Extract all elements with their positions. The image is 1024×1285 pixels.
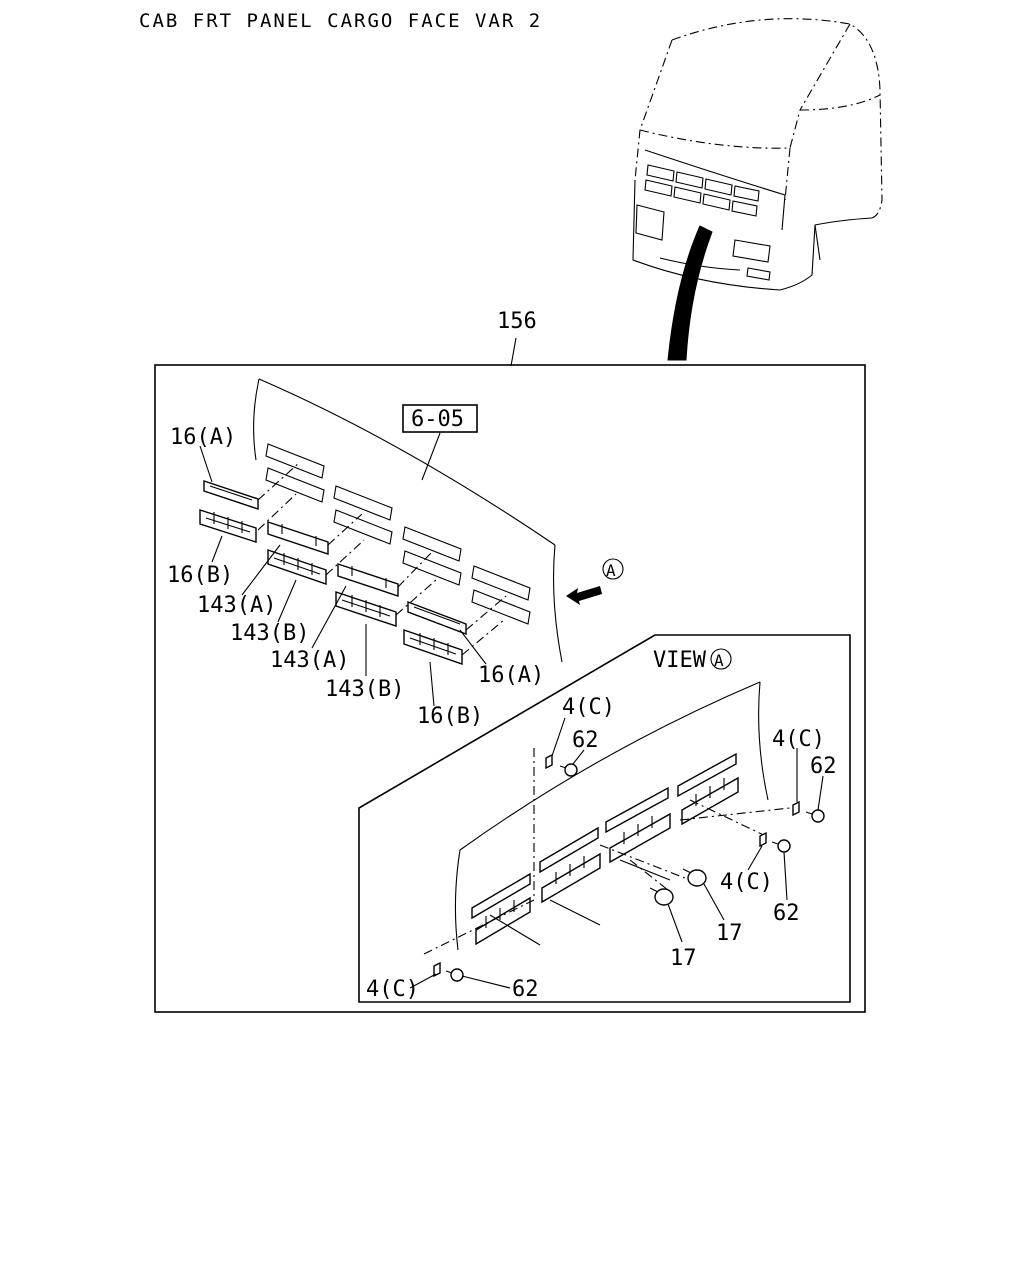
callout-62-2: 62 xyxy=(810,754,837,779)
grille-piece-16b-left xyxy=(199,509,257,543)
callout-143a-1: 143(A) xyxy=(197,593,276,618)
grille-piece-16a-left xyxy=(203,480,259,510)
grille-piece-143b-1 xyxy=(267,549,327,585)
panel-openings xyxy=(265,443,531,625)
grille-piece-16a-right xyxy=(407,600,467,636)
grille-piece-16b-right xyxy=(403,629,463,665)
clip-4c-bottom xyxy=(433,961,464,982)
callout-4c-3: 4(C) xyxy=(720,870,773,895)
cab-illustration xyxy=(632,18,883,361)
reference-box-label: 6-05 xyxy=(411,407,464,432)
callout-17-1: 17 xyxy=(670,946,697,971)
callout-16b-1: 16(B) xyxy=(167,563,233,588)
callout-16a-1: 16(A) xyxy=(170,425,236,450)
clip-4c-right-top xyxy=(792,800,825,823)
callout-143b-2: 143(B) xyxy=(325,677,404,702)
clip-4c-top xyxy=(545,753,578,777)
fastener-17-left xyxy=(649,887,674,906)
front-panel-exploded: 6-05 A xyxy=(199,378,624,707)
grille-piece-143a-2 xyxy=(337,563,399,597)
callout-143a-2: 143(A) xyxy=(270,648,349,673)
grille-piece-143a-1 xyxy=(267,521,329,555)
view-a-title-marker-icon xyxy=(710,648,732,670)
callout-143b-1: 143(B) xyxy=(230,621,309,646)
callout-16b-2: 16(B) xyxy=(417,704,483,729)
callout-62-4: 62 xyxy=(512,977,539,1002)
assembly-frame xyxy=(154,364,866,1013)
reference-box xyxy=(402,404,478,433)
grille-piece-143b-2 xyxy=(335,591,397,627)
fastener-17-right xyxy=(682,868,707,887)
callout-4c-1: 4(C) xyxy=(562,695,615,720)
callout-16a-2: 16(A) xyxy=(478,663,544,688)
callout-17-2: 17 xyxy=(716,921,743,946)
view-a-title: VIEW xyxy=(653,648,707,673)
callout-62-3: 62 xyxy=(773,901,800,926)
callout-4c-2: 4(C) xyxy=(772,727,825,752)
view-a-inset: VIEW A xyxy=(358,634,851,1003)
view-a-marker-text: A xyxy=(606,561,616,580)
clip-4c-right-mid xyxy=(759,831,791,853)
assembly-number-label: 156 xyxy=(497,309,537,334)
callout-62-1: 62 xyxy=(572,728,599,753)
diagram-title: CAB FRT PANEL CARGO FACE VAR 2 xyxy=(139,10,542,32)
view-a-marker-icon xyxy=(602,558,624,580)
view-a-title-marker: A xyxy=(714,651,724,670)
callout-4c-4: 4(C) xyxy=(366,977,419,1002)
